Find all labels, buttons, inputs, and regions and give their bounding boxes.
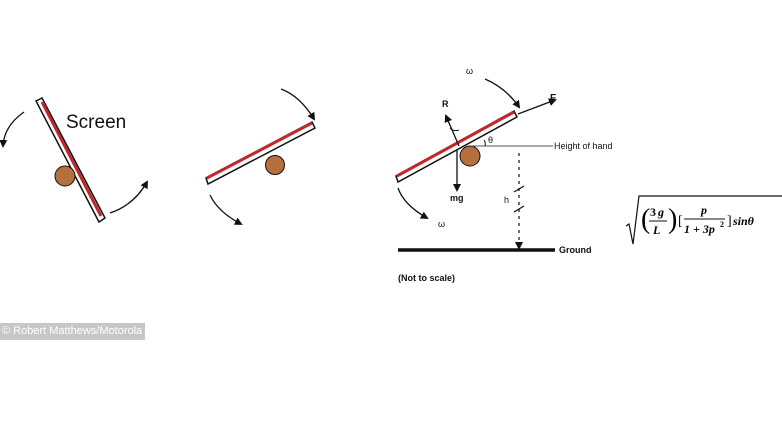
mg-label: mg <box>450 193 464 203</box>
phone-screen-2 <box>206 121 313 180</box>
phone-screen-3 <box>396 110 515 178</box>
h-label: h <box>504 195 509 205</box>
pivot-hand-1 <box>54 165 76 187</box>
rotation-arrow-2a <box>280 88 316 121</box>
omega-label-bottom: ω <box>438 219 445 229</box>
r-angle-arc <box>449 127 460 132</box>
formula-den-L: L <box>652 223 660 237</box>
height-dim-tick-2 <box>513 205 525 213</box>
height-dim-tick-1 <box>513 185 525 193</box>
screen-label: Screen <box>66 112 126 133</box>
formula-paren-right: ) <box>668 204 677 235</box>
formula-sin-theta: sinθ <box>732 214 755 228</box>
formula-num-g: g <box>657 205 664 219</box>
panel-2 <box>205 88 317 225</box>
force-f-arrow <box>517 98 557 115</box>
formula: ( 3 g L ) [ p 1 + 3p 2 ] sinθ <box>625 195 782 245</box>
omega-label-top: ω <box>466 66 473 76</box>
f-label: F <box>550 93 556 104</box>
pivot-hand-3 <box>459 145 481 167</box>
panel-1: Screen <box>0 97 148 224</box>
theta-label: θ <box>488 135 493 145</box>
r-label: R <box>442 99 449 109</box>
formula-paren-left: ( <box>641 204 650 235</box>
pivot-hand-2 <box>265 155 285 175</box>
formula-num-p: p <box>700 203 707 217</box>
force-r-arrow <box>444 114 460 147</box>
not-to-scale-label: (Not to scale) <box>398 273 455 283</box>
formula-num-3: 3 <box>650 205 656 219</box>
rotation-arrow-1a <box>0 111 25 148</box>
rotation-arrow-3a <box>484 78 521 109</box>
photo-credit: © Robert Matthews/Motorola <box>0 323 146 340</box>
panel-3: F R mg θ Height of hand ω ω h Ground (No… <box>395 66 613 283</box>
height-of-hand-label: Height of hand <box>554 141 613 151</box>
formula-sqrt-sign <box>625 195 782 245</box>
formula-den: 1 + 3p <box>684 222 715 236</box>
rotation-arrow-3b <box>397 187 429 219</box>
rotation-arrow-1b <box>109 180 148 214</box>
theta-arc <box>483 139 486 147</box>
rotation-arrow-2b <box>209 194 243 225</box>
phone-screen-1 <box>40 101 103 217</box>
formula-bracket-left: [ <box>678 214 683 229</box>
formula-exp: 2 <box>720 220 724 229</box>
ground-label: Ground <box>559 245 592 255</box>
formula-bracket-right: ] <box>727 214 732 229</box>
